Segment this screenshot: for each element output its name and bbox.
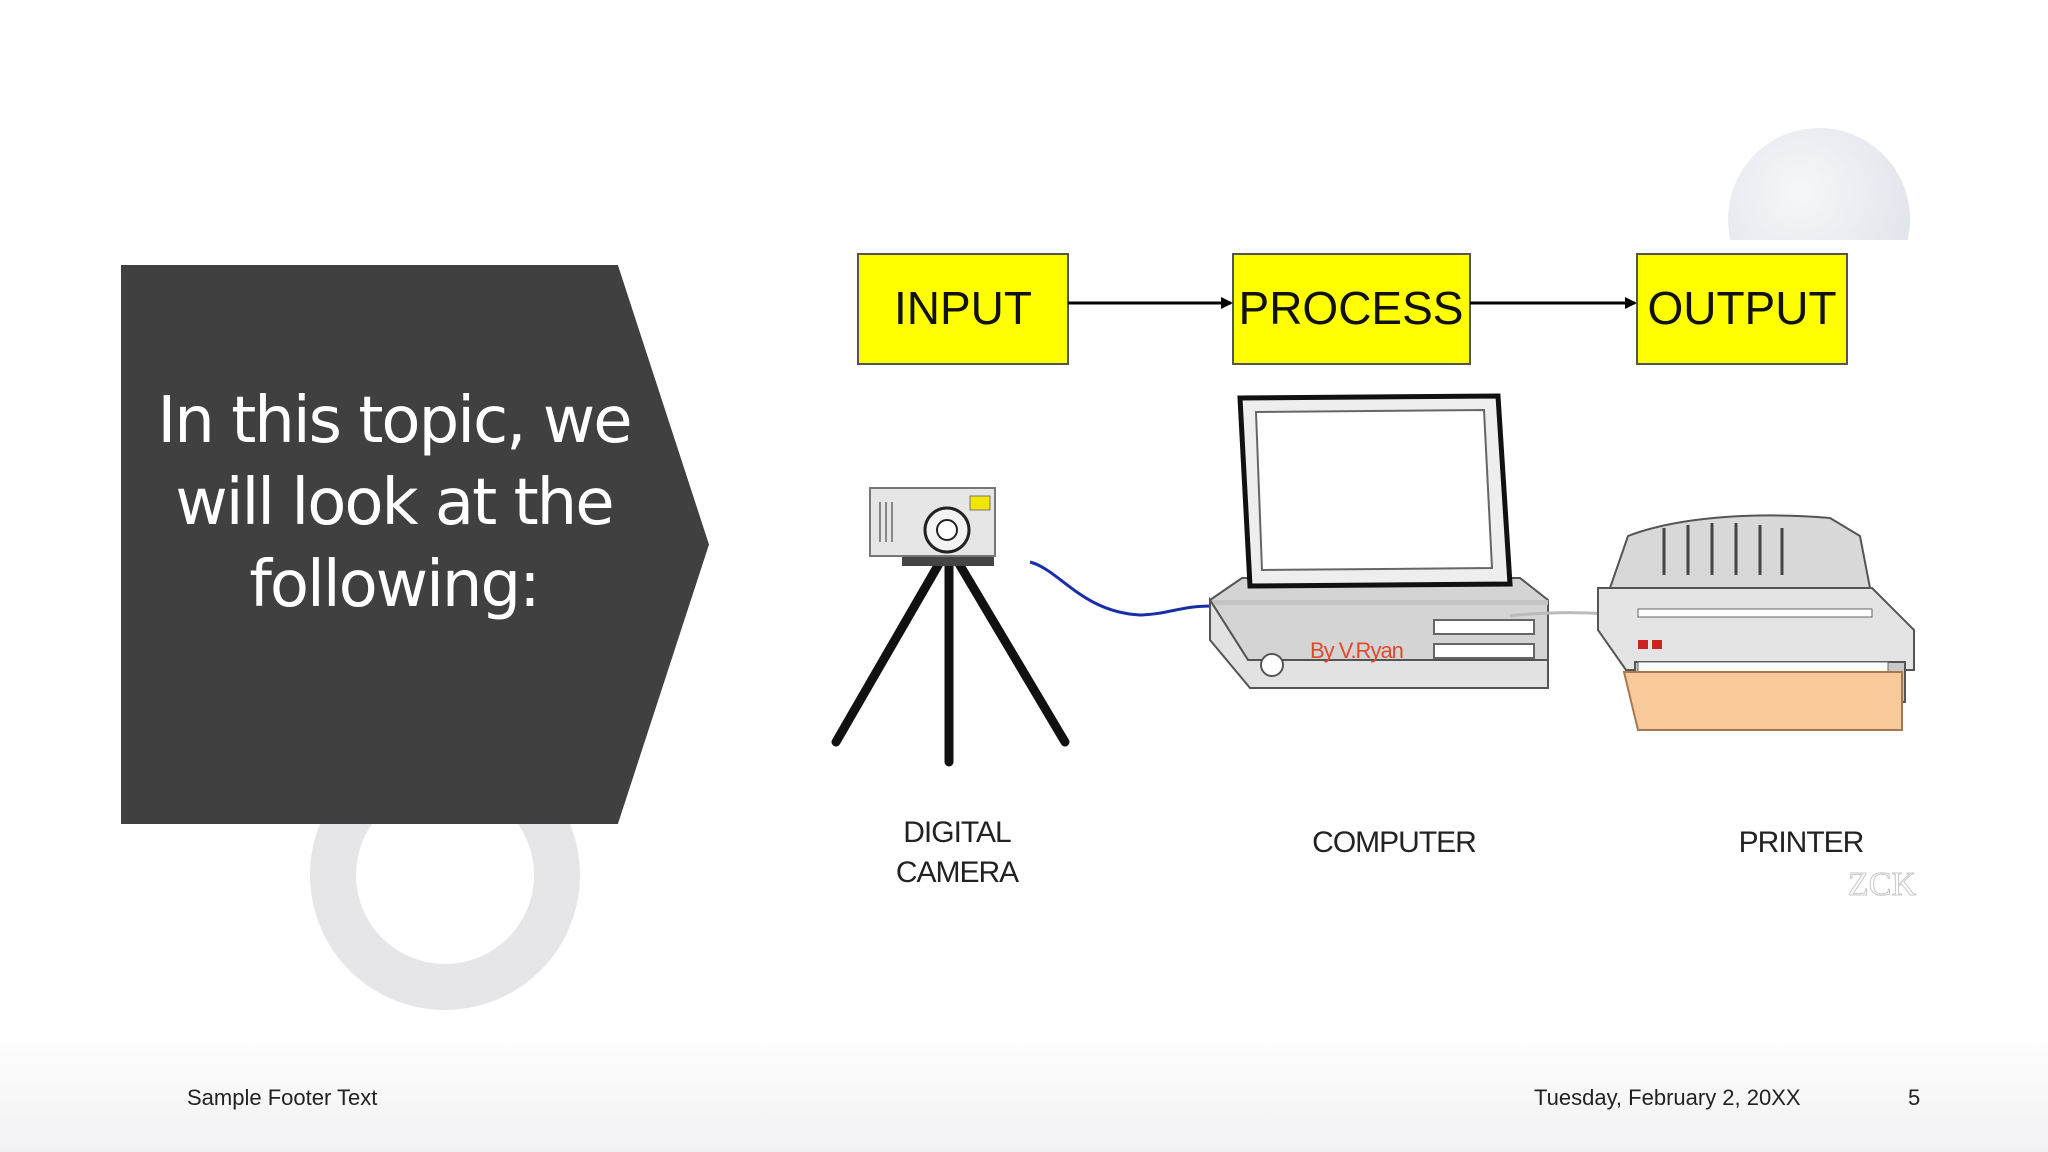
footer-date: Tuesday, February 2, 20XX <box>1534 1085 1801 1110</box>
diagram-watermark: ZCK <box>1848 866 1916 903</box>
printer-icon <box>1597 514 1915 731</box>
step-input-box: INPUT <box>857 253 1069 365</box>
computer-credit: By V.Ryan <box>1310 638 1403 663</box>
slide-title: In this topic, we will look at the follo… <box>157 384 632 622</box>
digital-camera-icon <box>831 487 1070 767</box>
footer-text: Sample Footer Text <box>187 1085 378 1110</box>
title-chevron <box>121 265 709 824</box>
printer-cable <box>1509 611 1611 618</box>
camera-cable <box>1029 560 1213 617</box>
diagram-svg: INPUT PROCESS OUTPUT <box>831 253 1917 904</box>
slide-number: 5 <box>1908 1085 1921 1110</box>
camera-label-line1: DIGITAL <box>903 816 1011 849</box>
step-process-label: PROCESS <box>1239 282 1464 334</box>
step-output-box: OUTPUT <box>1636 253 1848 365</box>
step-input-label: INPUT <box>894 282 1032 334</box>
printer-label: PRINTER <box>1739 826 1864 859</box>
input-process-output-diagram: INPUT PROCESS OUTPUT <box>820 240 1940 910</box>
camera-label-line2: CAMERA <box>896 856 1019 889</box>
footer-band <box>0 1030 2048 1152</box>
computer-label: COMPUTER <box>1312 826 1476 859</box>
step-process-box: PROCESS <box>1232 253 1471 365</box>
step-output-label: OUTPUT <box>1647 282 1836 334</box>
computer-icon: By V.Ryan <box>1208 393 1549 689</box>
